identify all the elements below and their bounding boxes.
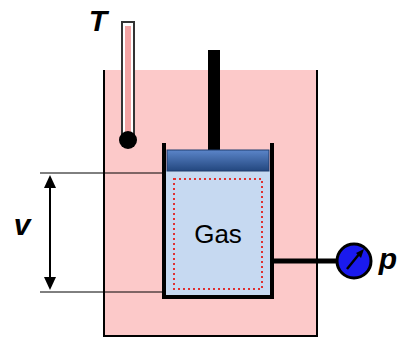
dimension-line (40, 292, 164, 293)
symbol-label: p (379, 242, 397, 275)
gas-fill (165, 170, 271, 296)
symbol-label-box: v (14, 210, 31, 240)
symbol-label: v (14, 208, 31, 241)
thermometer-bulb (119, 131, 137, 149)
gas-region: Gas (166, 180, 270, 288)
dimension-arrow-shaft (49, 184, 51, 281)
dimension-arrowhead (44, 277, 56, 290)
gauge-pipe (273, 259, 338, 264)
piston-rod (208, 50, 220, 152)
symbol-label: T (89, 4, 107, 37)
cylinder-wall (164, 143, 272, 297)
gauge-needle (347, 253, 360, 269)
thermometer-column (125, 26, 131, 134)
symbol-label-box: p (379, 244, 397, 274)
node-label: Gas (194, 220, 242, 249)
dimension-line (40, 173, 164, 174)
gauge-needle-tip (356, 249, 364, 258)
pressure-gauge (337, 244, 371, 278)
piston (167, 150, 269, 171)
system-boundary (174, 179, 262, 289)
symbol-label-box: T (89, 6, 107, 36)
dimension-arrowhead (44, 175, 56, 188)
thermometer-tube (122, 22, 134, 136)
